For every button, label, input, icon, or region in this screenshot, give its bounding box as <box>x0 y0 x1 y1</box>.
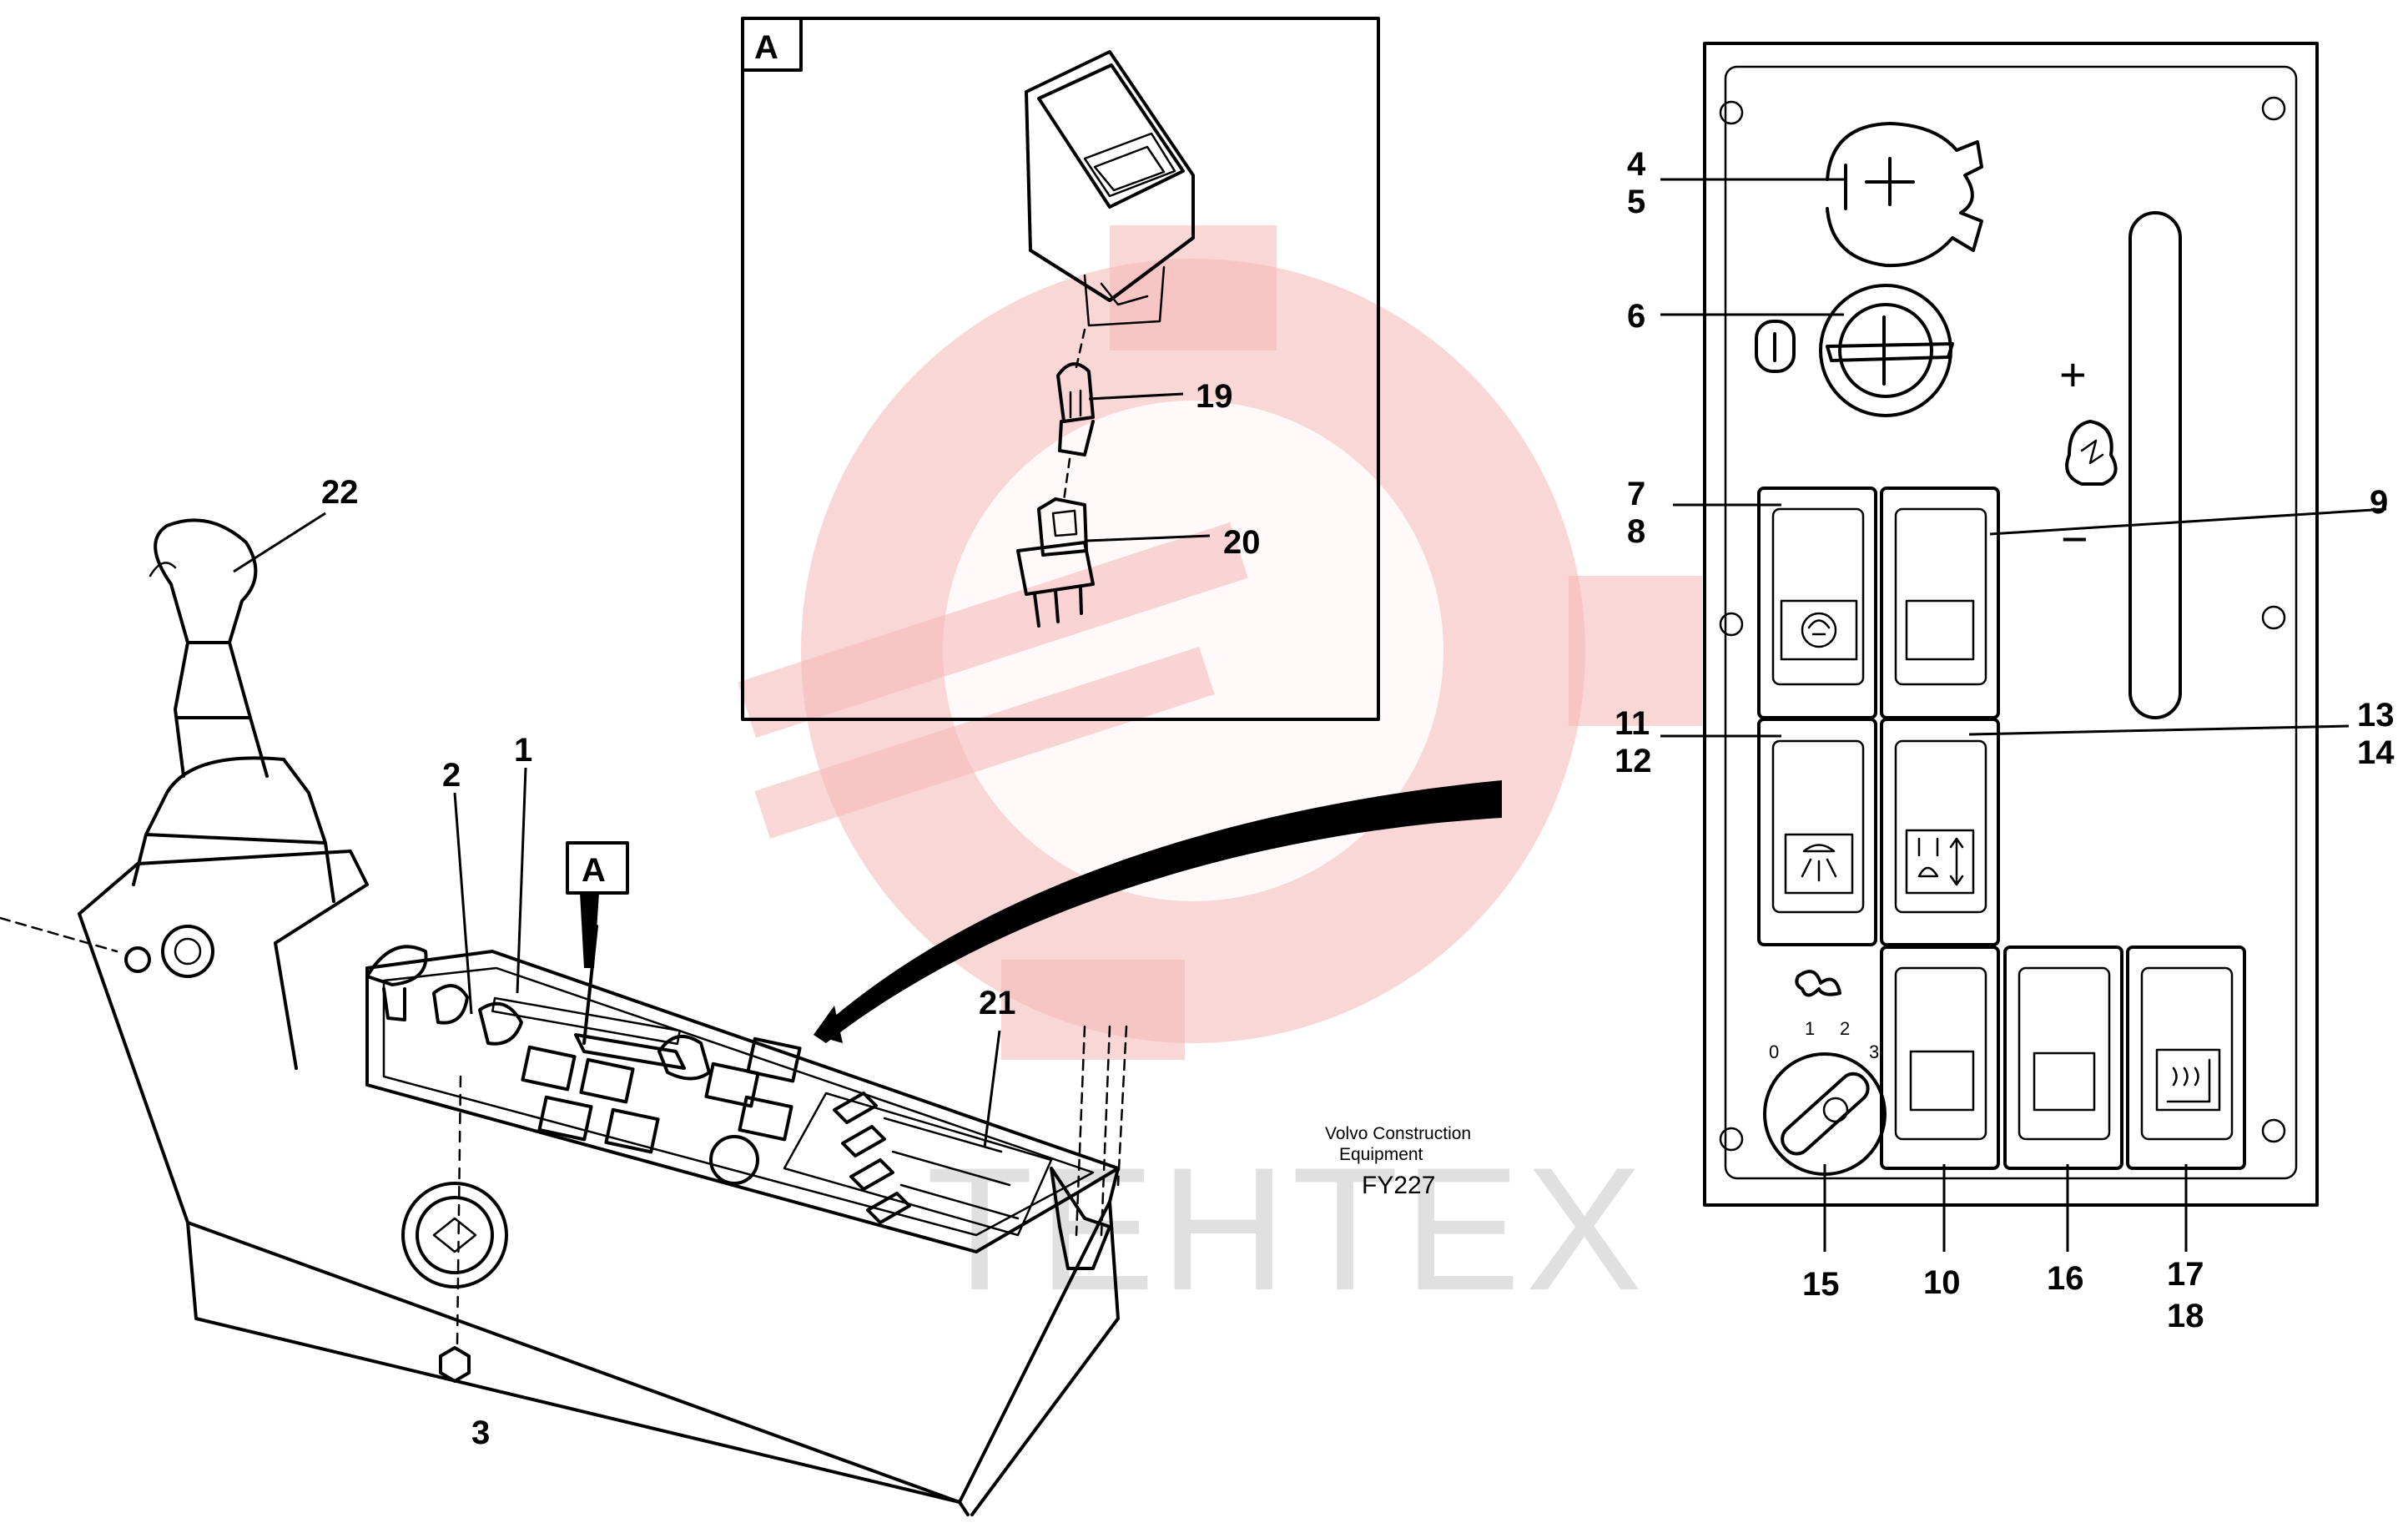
rocker-switch-cab-light <box>1757 718 1877 946</box>
main-switch <box>1826 122 1983 268</box>
callout-3: 3 <box>471 1415 490 1451</box>
callout-18: 18 <box>2167 1298 2204 1334</box>
imprint-line2: Equipment <box>1339 1145 1423 1164</box>
watermark-text: TEHTEX <box>926 1131 1647 1327</box>
callout-15: 15 <box>1802 1266 1840 1303</box>
rocker-switch-9 <box>1880 487 2000 719</box>
callout-5: 5 <box>1627 184 1645 220</box>
control-console <box>0 518 1128 1516</box>
switch-panel <box>1703 42 2319 1207</box>
callout-1: 1 <box>514 732 532 769</box>
callout-19: 19 <box>1196 378 1233 415</box>
detail-view-label: A <box>754 29 778 66</box>
callout-9: 9 <box>2370 484 2388 521</box>
rocker-switch-work-lights <box>1757 487 1877 719</box>
callout-14: 14 <box>2357 734 2395 771</box>
fan-speed-3: 3 <box>1869 1041 1879 1062</box>
preheat-symbol <box>2065 420 2118 486</box>
fan-speed-0: 0 <box>1769 1041 1779 1062</box>
callout-17: 17 <box>2167 1256 2204 1293</box>
rocker-switch-10 <box>1880 946 2000 1170</box>
callout-10: 10 <box>1923 1264 1961 1301</box>
imprint-code: FY227 <box>1362 1172 1435 1199</box>
panel-reference-label: A <box>582 852 606 889</box>
callout-13: 13 <box>2357 697 2395 734</box>
ignition-key <box>1755 284 1954 417</box>
rocker-switch-detail <box>1016 50 1195 628</box>
rocker-switch-wiper <box>1880 718 2000 946</box>
callout-22: 22 <box>321 474 359 511</box>
callout-6: 6 <box>1627 298 1645 335</box>
fan-speed-knob <box>1763 970 1887 1176</box>
fan-speed-2: 2 <box>1840 1018 1850 1039</box>
callout-8: 8 <box>1627 513 1645 550</box>
callout-7: 7 <box>1627 476 1645 512</box>
imprint-line1: Volvo Construction <box>1325 1124 1471 1143</box>
minus-mark: − <box>2061 512 2088 565</box>
watermark-logo <box>738 225 1702 1060</box>
plus-mark: + <box>2059 348 2087 401</box>
detail-view-frame <box>741 17 1380 721</box>
rocker-switch-seat-heater <box>2126 946 2246 1170</box>
gauge-slot <box>2128 211 2182 719</box>
fan-speed-1: 1 <box>1805 1018 1815 1039</box>
callout-20: 20 <box>1223 524 1261 561</box>
callout-2: 2 <box>442 757 461 794</box>
callout-11: 11 <box>1615 705 1650 742</box>
callout-12: 12 <box>1615 743 1652 779</box>
callout-4: 4 <box>1627 146 1646 183</box>
curved-arrow <box>814 780 1502 1043</box>
rocker-switch-16 <box>2003 946 2123 1170</box>
callout-21: 21 <box>979 985 1016 1021</box>
callout-16: 16 <box>2047 1260 2084 1297</box>
